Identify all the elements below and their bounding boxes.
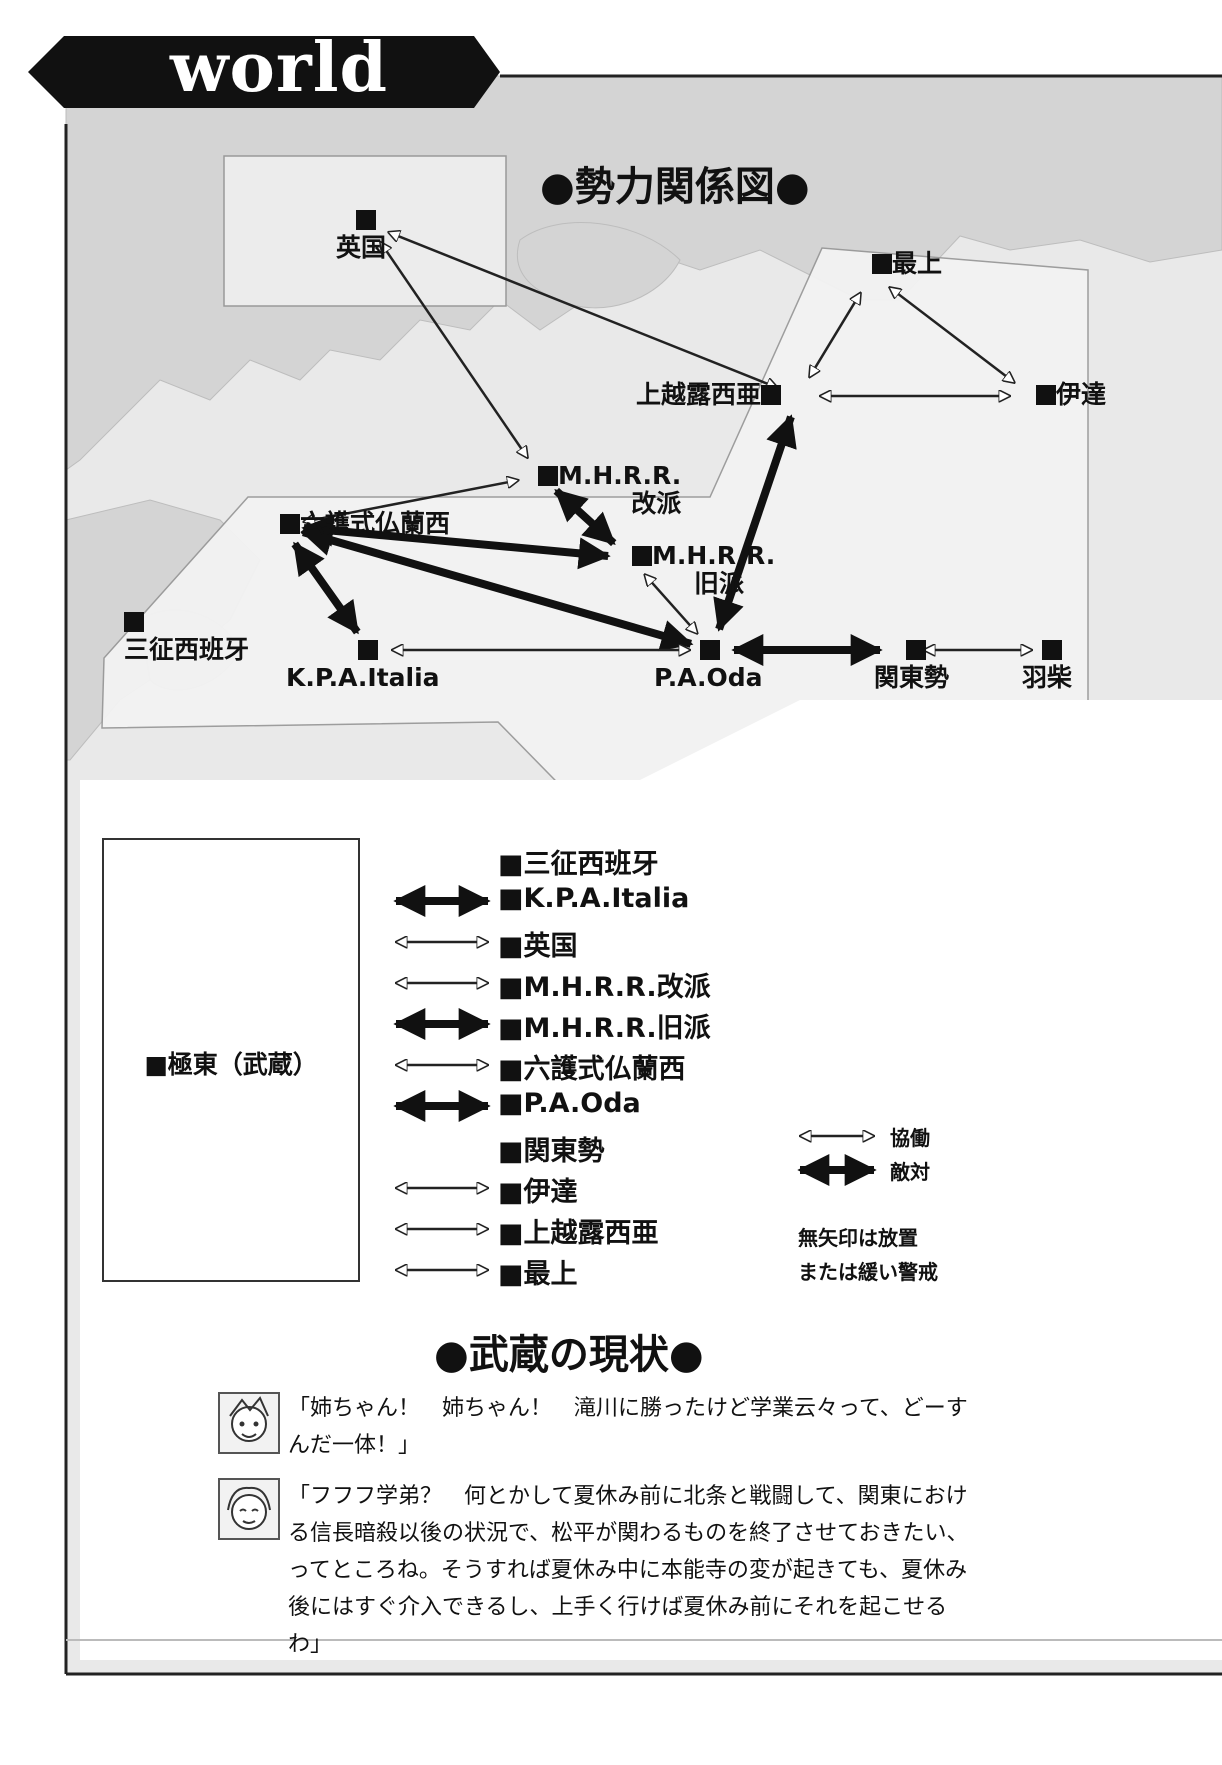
key-note-2: または緩い警戒 — [798, 1260, 938, 1284]
link-arrow-eikoku-mhrr_kaiha — [380, 242, 527, 458]
relation-item: ■関東勢 — [498, 1136, 605, 1167]
relation-item: ■K.P.A.Italia — [498, 883, 690, 914]
relation-item: ■伊達 — [498, 1177, 578, 1208]
key-hostile: 敵対 — [890, 1160, 930, 1184]
link-arrow-rokugo-kpa — [291, 541, 361, 635]
node-hashiba: 羽柴 — [1022, 636, 1072, 692]
node-pa: P.A.Oda — [654, 636, 763, 692]
avatar-toori — [218, 1392, 280, 1454]
header-banner — [28, 36, 500, 108]
relation-item: ■英国 — [498, 931, 578, 962]
relation-item: ■三征西班牙 — [498, 849, 659, 880]
relation-item: ■M.H.R.R.旧派 — [498, 1013, 711, 1044]
center-label: ■極東（武蔵） — [144, 1050, 318, 1079]
link-arrow-mogami-uesugi — [809, 293, 860, 377]
relation-item: ■最上 — [498, 1259, 578, 1290]
node-date: 伊達 — [1036, 381, 1106, 409]
node-mhrr-kaiha: M.H.R.R.改派 — [538, 462, 681, 518]
node-mogami: 最上 — [872, 250, 942, 278]
page-title: world — [170, 28, 389, 108]
node-sansei: 三征西班牙 — [124, 608, 249, 664]
relation-item: ■六護式仏蘭西 — [498, 1054, 686, 1085]
status-title: ●武蔵の現状● — [434, 1332, 704, 1378]
quote-toori: 「姉ちゃん！ 姉ちゃん！ 滝川に勝ったけど学業云々って、どーすんだ一体！」 — [288, 1396, 968, 1458]
link-arrow-pa-uesugi — [713, 414, 797, 632]
link-arrow-rokugo-pa — [300, 524, 694, 652]
relation-item: ■M.H.R.R.改派 — [498, 972, 711, 1003]
avatar-kimi — [218, 1478, 280, 1540]
node-kpa: K.P.A.Italia — [286, 636, 440, 692]
link-arrow-mhrr_kyuha-pa — [645, 574, 698, 633]
node-uesugi: 上越露西亜 — [636, 381, 782, 409]
link-arrow-mogami-date — [889, 287, 1014, 382]
node-kanto: 関東勢 — [874, 636, 949, 692]
key-cooperation: 協働 — [890, 1126, 930, 1150]
quote-kimi: 「フフフ学弟？ 何とかして夏休み前に北条と戦闘して、関東における信長暗殺以後の状… — [288, 1484, 969, 1657]
relation-item: ■上越露西亜 — [498, 1218, 659, 1249]
node-eikoku: 英国 — [336, 206, 386, 262]
center-box: ■極東（武蔵） — [102, 838, 360, 1282]
key-note-1: 無矢印は放置 — [798, 1226, 918, 1250]
node-mhrr-kyuha: M.H.R.R.旧派 — [632, 542, 775, 598]
node-rokugo: 六護式仏蘭西 — [280, 510, 450, 538]
lower-panel — [80, 700, 1222, 1660]
diagram-title: ●勢力関係図● — [540, 164, 810, 210]
relation-item: ■P.A.Oda — [498, 1088, 641, 1119]
